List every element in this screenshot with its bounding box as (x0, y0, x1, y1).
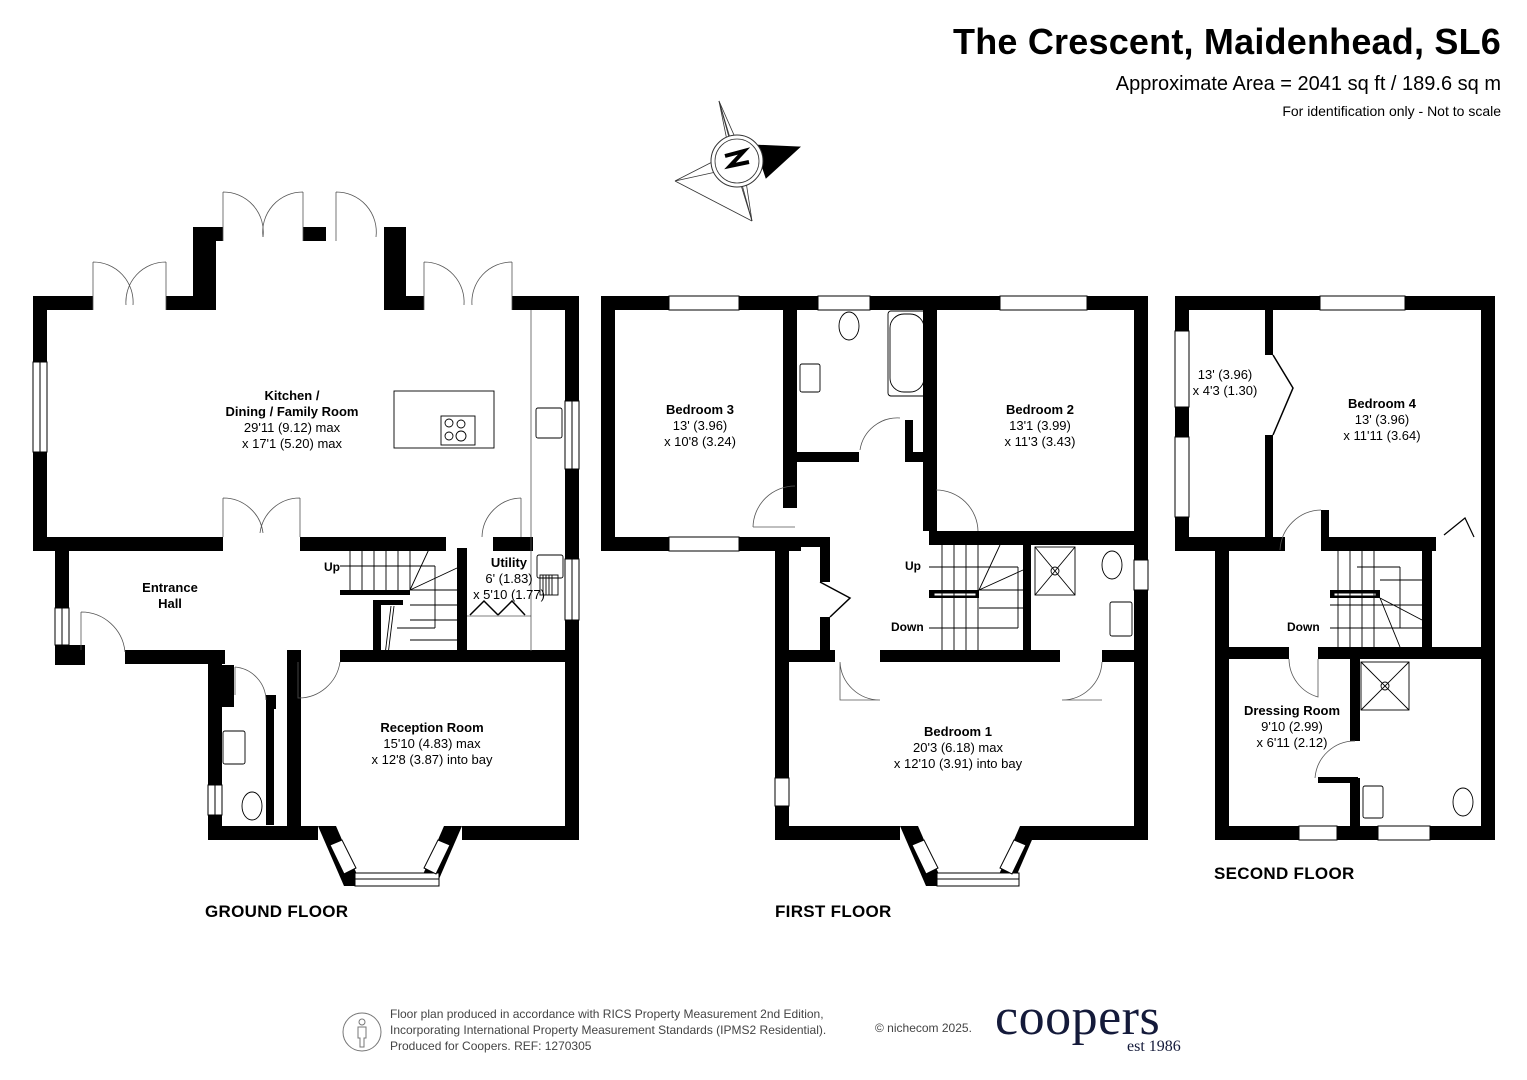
room-utility: Utility 6' (1.83) x 5'10 (1.77) (473, 555, 545, 602)
approximate-area: Approximate Area = 2041 sq ft / 189.6 sq… (1115, 73, 1501, 95)
ground-floor-label: GROUND FLOOR (205, 902, 349, 921)
room-dressing-room: Dressing Room 9'10 (2.99) x 6'11 (2.12) (1243, 703, 1341, 750)
brand-name: coopers (995, 989, 1161, 1046)
property-title: The Crescent, Maidenhead, SL6 (953, 21, 1501, 62)
first-floor-windows (668, 295, 1149, 887)
second-floor-doors (1272, 354, 1475, 779)
kitchen-fixtures (222, 390, 564, 821)
second-floor-windows (1174, 295, 1431, 841)
room-eaves-storage: 13' (3.96) x 4'3 (1.30) (1192, 367, 1258, 398)
copyright-notice: © nichecom 2025. (875, 1021, 972, 1035)
second-floor-label: SECOND FLOOR (1214, 864, 1355, 883)
stairs-down-label-first: Down (891, 620, 924, 634)
room-bedroom-4: Bedroom 4 13' (3.96) x 11'11 (3.64) (1343, 396, 1421, 443)
stairs-down-label-second: Down (1287, 620, 1320, 634)
second-floor-fixtures (1330, 550, 1474, 819)
ground-floor-doors (80, 191, 532, 701)
stairs-up-label-ground: Up (324, 560, 340, 574)
ground-floor-windows (32, 361, 580, 887)
first-floor-label: FIRST FLOOR (775, 902, 892, 921)
first-floor-plan (601, 296, 1148, 886)
room-bedroom-1: Bedroom 1 20'3 (6.18) max x 12'10 (3.91)… (893, 724, 1023, 771)
compass-north-icon (674, 100, 801, 222)
brand-established: est 1986 (1127, 1038, 1181, 1055)
stairs-up-label-first: Up (905, 559, 921, 573)
room-reception: Reception Room 15'10 (4.83) max x 12'8 (… (371, 720, 493, 767)
room-entrance-hall: Entrance Hall (142, 580, 198, 611)
scale-note: For identification only - Not to scale (1282, 103, 1501, 119)
first-floor-doors (752, 417, 1103, 701)
room-bedroom-2: Bedroom 2 13'1 (3.99) x 11'3 (3.43) (1004, 402, 1076, 449)
plan-header: The Crescent, Maidenhead, SL6 Approximat… (953, 22, 1501, 120)
first-floor-fixtures (799, 310, 1133, 650)
ground-floor-plan (33, 227, 579, 886)
room-kitchen-dining-family: Kitchen / Dining / Family Room 29'11 (9.… (225, 388, 359, 451)
rics-statement: Floor plan produced in accordance with R… (390, 1007, 827, 1053)
person-scale-icon (342, 1012, 382, 1052)
coopers-logo: coopers est 1986 (995, 989, 1181, 1056)
room-bedroom-3: Bedroom 3 13' (3.96) x 10'8 (3.24) (664, 402, 736, 449)
